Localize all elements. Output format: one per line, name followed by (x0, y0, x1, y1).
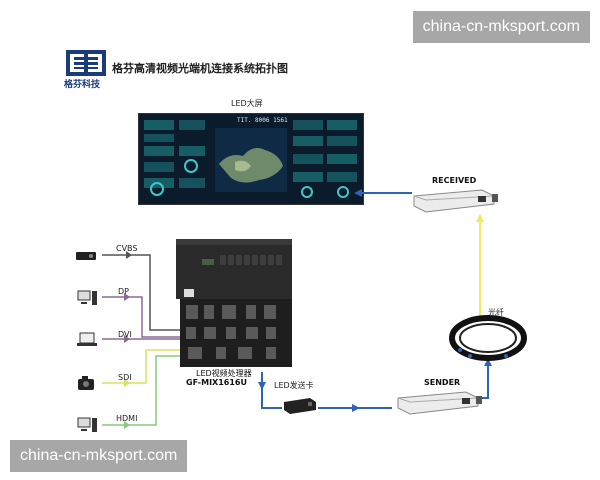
desktop-pc-icon (77, 417, 97, 432)
source-sdi (76, 374, 98, 396)
camera-icon (78, 376, 94, 390)
screen-overlay-text: TIT. 8006 1561 (237, 117, 288, 124)
fiber-label: 光纤 (488, 308, 504, 317)
desktop-pc-icon (77, 290, 97, 305)
video-processor (176, 239, 292, 367)
receiver-label: RECEIVED (432, 176, 477, 185)
processor-model: GF-MIX1616U (186, 378, 247, 387)
source-dp (76, 289, 98, 311)
fiber-receiver-device (408, 186, 500, 218)
watermark-bottom: china-cn-mksport.com (10, 440, 188, 472)
sending-card-device (282, 394, 318, 420)
sender-label: SENDER (424, 378, 461, 387)
source-dvi (76, 331, 98, 353)
led-screen: TIT. 8006 1561 (138, 113, 364, 205)
fiber-sender-device (392, 388, 484, 420)
source-label-dvi: DVI (118, 330, 132, 339)
fiber-coil-icon (448, 312, 528, 368)
source-label-cvbs: CVBS (116, 244, 138, 253)
company-logo (66, 50, 106, 76)
source-cvbs (74, 246, 98, 268)
sending-card-label: LED发送卡 (274, 381, 314, 390)
logo-text: 格芬科技 (64, 80, 101, 90)
watermark-top: china-cn-mksport.com (412, 11, 590, 43)
projector-icon (76, 252, 96, 260)
laptop-icon (77, 332, 97, 346)
source-hdmi (76, 416, 98, 438)
processor-label: LED视频处理器 (196, 369, 252, 378)
led-screen-label: LED大屏 (231, 99, 263, 108)
page-title: 格芬高清视频光端机连接系统拓扑图 (112, 62, 288, 75)
source-label-dp: DP (118, 287, 129, 296)
source-label-sdi: SDI (118, 373, 132, 382)
source-label-hdmi: HDMI (116, 414, 138, 423)
